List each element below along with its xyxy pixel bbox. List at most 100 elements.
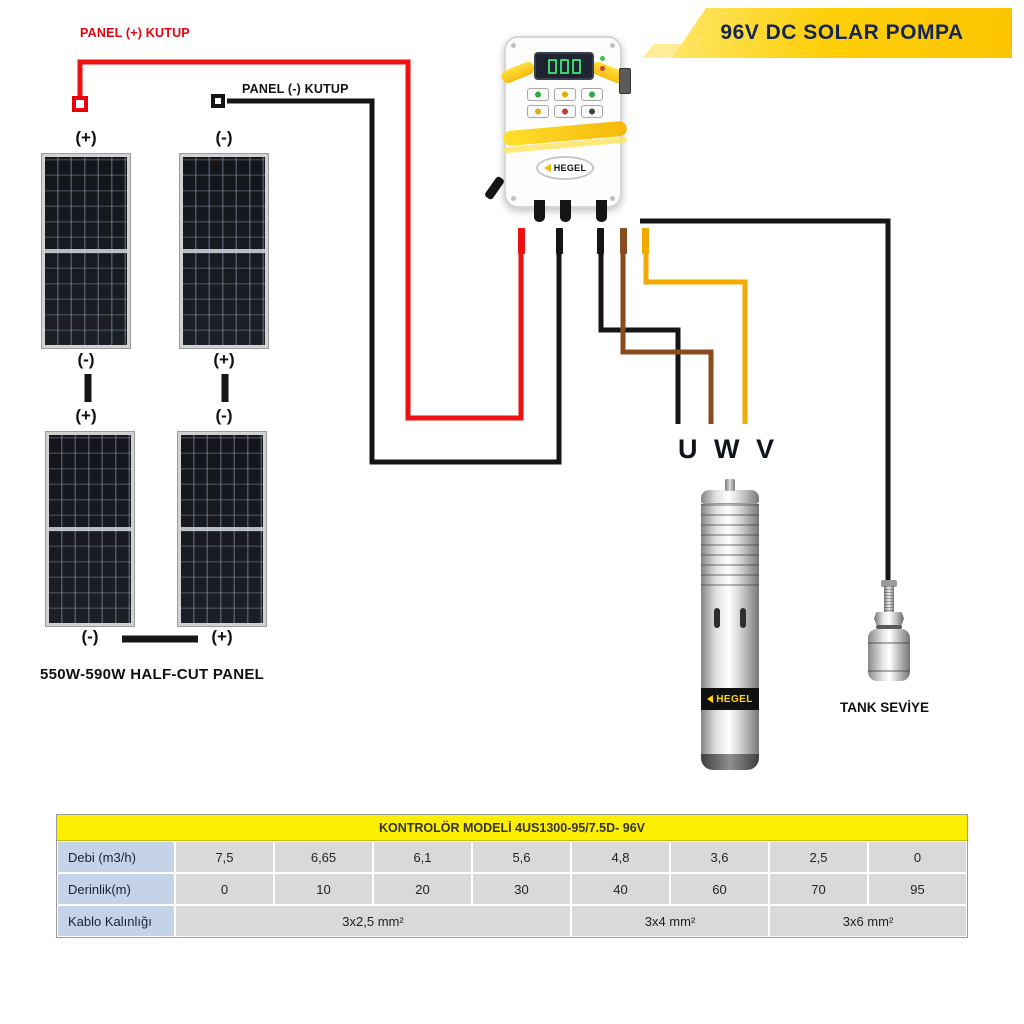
panel-minus-label: PANEL (-) KUTUP	[242, 82, 349, 96]
screw-icon	[511, 196, 516, 201]
row-label-kablo: Kablo Kalınlığı	[57, 905, 175, 937]
pump-slot	[714, 608, 720, 628]
polarity-p1-top: (+)	[75, 128, 97, 147]
float-ring	[868, 642, 910, 644]
pump-base	[701, 754, 759, 770]
wire-phase-v	[643, 242, 748, 424]
pump-lower-body	[701, 710, 759, 754]
table-cell: 95	[868, 873, 967, 905]
spec-table: KONTROLÖR MODELİ 4US1300-95/7.5D- 96V De…	[56, 814, 968, 938]
brand-arrow-icon	[543, 164, 551, 172]
solar-panel-3	[46, 432, 134, 626]
panel-minus-connector	[211, 94, 225, 108]
tank-label: TANK SEVİYE	[840, 700, 930, 715]
screw-icon	[610, 196, 615, 201]
cable-span-cell: 3x4 mm²	[571, 905, 769, 937]
polarity-p4-top: (-)	[215, 406, 233, 425]
controller-keypad	[527, 88, 603, 118]
pump-controller: HEGEL	[499, 36, 631, 208]
pump-top-stub	[725, 479, 735, 491]
wire-tank-sensor	[640, 218, 891, 584]
controller-button	[527, 88, 549, 101]
pump-slot	[740, 608, 746, 628]
wire-phase-u	[598, 242, 681, 424]
terminal-lug-red	[518, 228, 525, 254]
table-cell: 30	[472, 873, 571, 905]
table-cell: 0	[175, 873, 274, 905]
pump-body	[701, 640, 759, 688]
table-cell: 4,8	[571, 841, 670, 873]
table-cell: 2,5	[769, 841, 868, 873]
wire-phase-w	[620, 242, 714, 424]
float-switch-body	[868, 629, 910, 681]
polarity-p1-bottom: (-)	[77, 350, 95, 369]
terminal-lug-black	[556, 228, 563, 254]
terminal-lug-u	[597, 228, 604, 254]
controller-button	[554, 105, 576, 118]
yellow-accent	[499, 60, 537, 85]
phase-v-label: V	[755, 434, 774, 464]
float-ring	[868, 670, 910, 672]
float-switch-washer	[876, 625, 902, 629]
controller-side-cable	[483, 175, 506, 201]
table-cell: 70	[769, 873, 868, 905]
brand-name: HEGEL	[553, 163, 587, 173]
controller-button	[527, 105, 549, 118]
table-cell: 3,6	[670, 841, 769, 873]
cable-span-cell: 3x6 mm²	[769, 905, 967, 937]
controller-button	[554, 88, 576, 101]
solar-panel-4	[178, 432, 266, 626]
solar-panel-2	[180, 154, 268, 348]
mounting-clip	[619, 68, 631, 94]
red-led-icon	[600, 66, 605, 71]
phase-labels: U W V	[678, 434, 774, 465]
row-label-derinlik: Derinlik(m)	[57, 873, 175, 905]
phase-w-label: W	[714, 434, 740, 464]
pump-ribbed-section	[701, 504, 759, 594]
polarity-p3-top: (+)	[75, 406, 97, 425]
submersible-pump: HEGEL	[701, 479, 759, 770]
screw-icon	[610, 43, 615, 48]
terminal-lug-w	[620, 228, 627, 254]
display-digit	[547, 58, 557, 74]
polarity-p4-bottom: (+)	[211, 627, 233, 646]
cable-span-cell: 3x2,5 mm²	[175, 905, 571, 937]
terminal-lug-v	[642, 228, 649, 254]
green-led-icon	[600, 56, 605, 61]
table-cell: 7,5	[175, 841, 274, 873]
controller-display	[534, 52, 594, 80]
pump-mid-section	[701, 594, 759, 640]
panel-plus-label: PANEL (+) KUTUP	[80, 26, 190, 40]
page-title: 96V DC SOLAR POMPA	[720, 21, 964, 44]
tank-level-sensor	[866, 580, 912, 684]
table-cell: 0	[868, 841, 967, 873]
pump-brand-band: HEGEL	[701, 688, 759, 710]
polarity-p2-bottom: (+)	[213, 350, 235, 369]
row-label-debi: Debi (m3/h)	[57, 841, 175, 873]
title-banner: 96V DC SOLAR POMPA	[672, 8, 1012, 58]
wire-panel-plus	[77, 59, 524, 421]
display-digit	[571, 58, 581, 74]
pump-cap	[701, 490, 759, 504]
cable-gland	[560, 200, 571, 222]
float-switch-nut	[874, 612, 904, 625]
brand-logo: HEGEL	[536, 156, 594, 180]
float-switch-rod	[884, 586, 894, 614]
solar-panel-1	[42, 154, 130, 348]
table-cell: 20	[373, 873, 472, 905]
polarity-p2-top: (-)	[215, 128, 233, 147]
table-cell: 10	[274, 873, 373, 905]
table-title: KONTROLÖR MODELİ 4US1300-95/7.5D- 96V	[57, 815, 967, 841]
table-cell: 60	[670, 873, 769, 905]
screw-icon	[511, 43, 516, 48]
table-cell: 6,1	[373, 841, 472, 873]
phase-u-label: U	[678, 434, 698, 464]
cable-gland	[596, 200, 607, 222]
brand-arrow-icon	[707, 695, 714, 703]
panel-plus-connector	[72, 96, 88, 112]
controller-button	[581, 105, 603, 118]
table-cell: 6,65	[274, 841, 373, 873]
controller-button	[581, 88, 603, 101]
display-digit	[559, 58, 569, 74]
